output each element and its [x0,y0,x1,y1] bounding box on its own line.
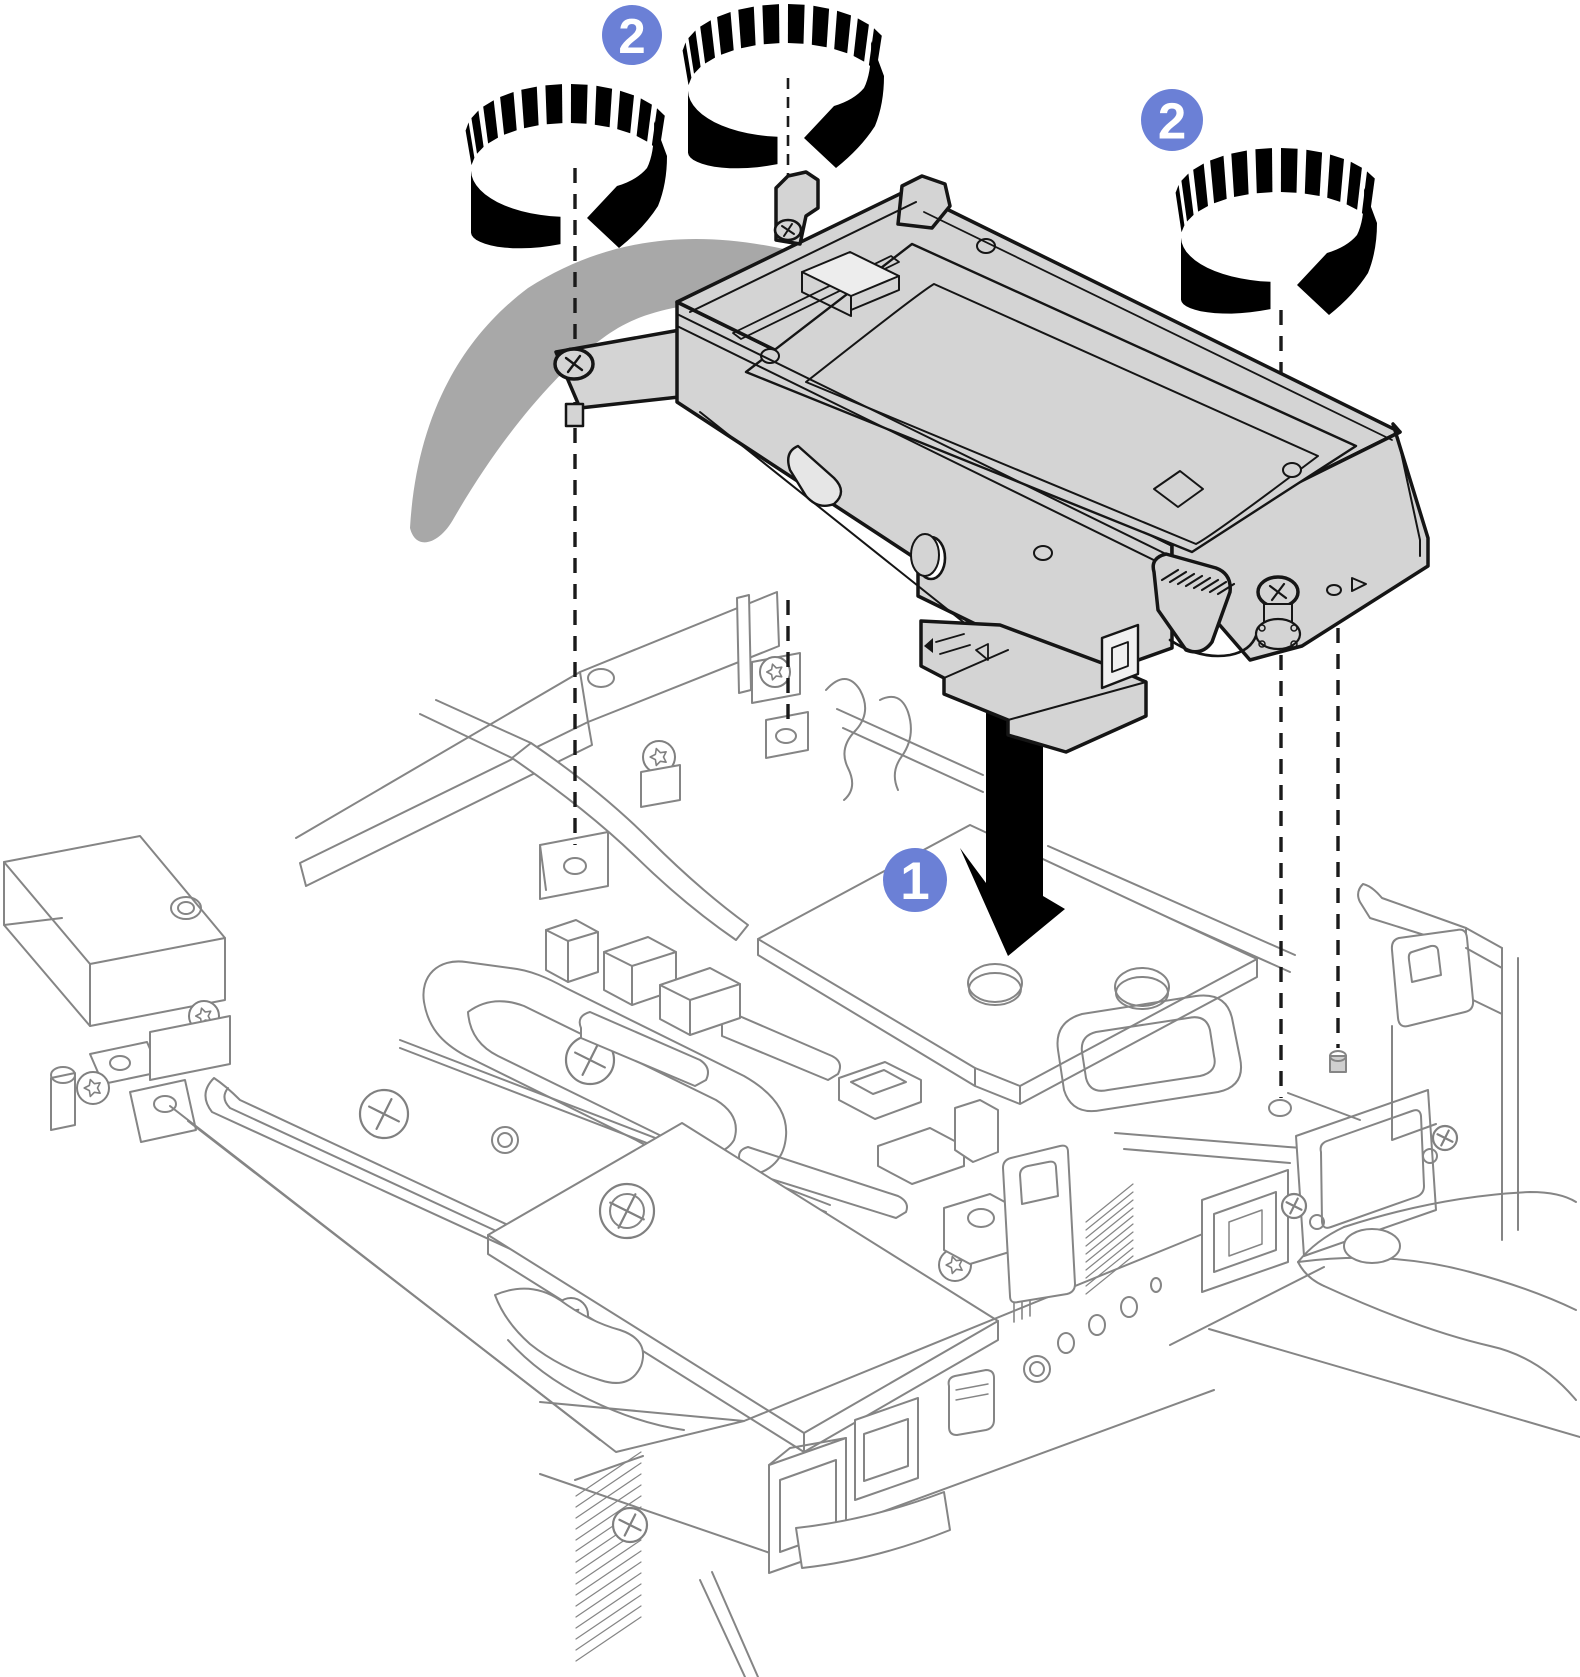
svg-text:2: 2 [1158,93,1186,150]
svg-text:1: 1 [900,852,929,911]
svg-text:2: 2 [618,10,645,64]
